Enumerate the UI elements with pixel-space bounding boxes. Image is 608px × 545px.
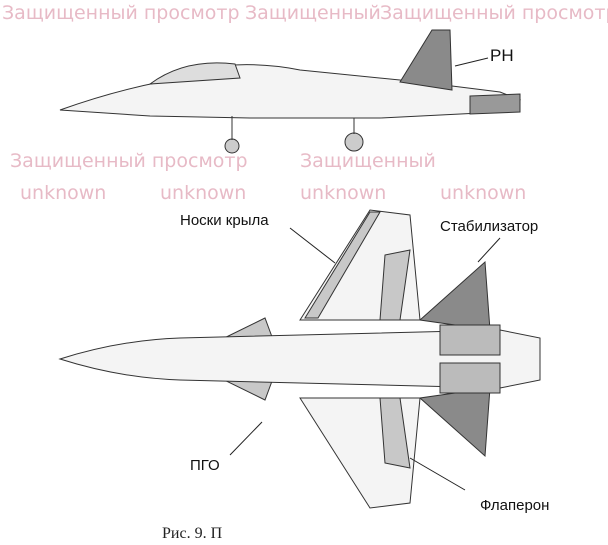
side-canopy	[148, 62, 241, 85]
watermark: unknown	[300, 182, 387, 204]
label-stabilizer: Стабилизатор	[440, 218, 539, 235]
engine-lower	[439, 362, 501, 394]
figure-caption: Рис. 9. П	[162, 525, 223, 542]
label-canard: ПГО	[190, 457, 220, 474]
rudder-arrow	[454, 57, 489, 67]
watermark: Защищенный просмотр	[380, 2, 608, 24]
engine-upper	[439, 324, 501, 356]
watermark: unknown	[440, 182, 527, 204]
label-rudder: РН	[490, 46, 514, 65]
stabilizer-lower	[418, 387, 491, 458]
watermark: Защищенный	[245, 2, 381, 24]
watermark: Защищенный просмотр	[10, 150, 248, 172]
slats-arrow	[289, 227, 336, 264]
flaperon-upper	[379, 249, 411, 321]
stabilizer-upper	[418, 260, 491, 331]
side-view	[59, 29, 522, 154]
rudder-fin	[399, 29, 453, 91]
flaperon-arrow	[409, 457, 466, 491]
main-wheel	[344, 132, 364, 152]
top-view	[58, 209, 541, 509]
stabilizer-arrow	[477, 237, 501, 263]
watermark: unknown	[20, 182, 107, 204]
slat-upper	[304, 211, 381, 319]
flaperon-lower	[379, 397, 411, 469]
watermark: unknown	[160, 182, 247, 204]
watermark: Защищенный просмотр	[2, 2, 240, 24]
label-flaperon: Флаперон	[480, 497, 550, 514]
watermark: Защищенный	[300, 150, 436, 172]
label-slats: Носки крыла	[180, 212, 269, 229]
canard-arrow	[229, 421, 263, 456]
side-nozzle	[469, 93, 521, 115]
top-fuselage	[58, 329, 541, 389]
